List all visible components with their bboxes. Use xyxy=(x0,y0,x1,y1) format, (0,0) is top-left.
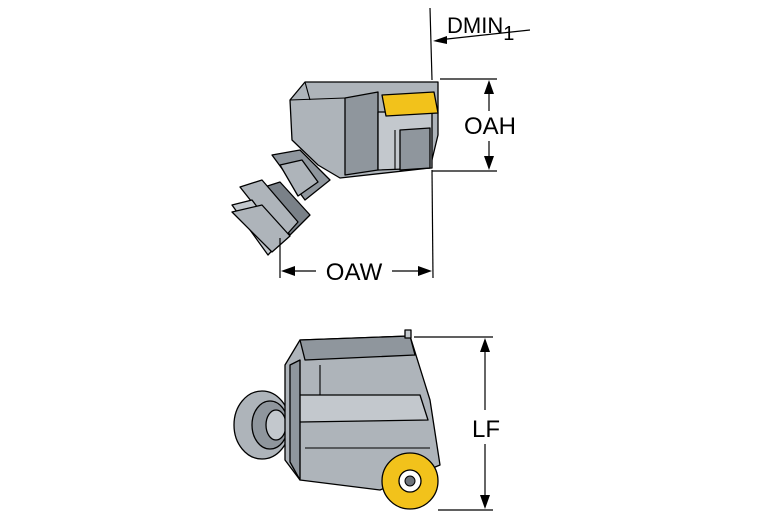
dimension-lf: LF xyxy=(414,336,506,511)
dmin-subscript: 1 xyxy=(503,23,514,45)
lf-label: LF xyxy=(472,416,500,443)
side-view-insert xyxy=(381,452,439,510)
top-view xyxy=(231,81,439,256)
dimension-oaw: OAW xyxy=(279,169,434,286)
oaw-label: OAW xyxy=(326,259,383,286)
side-view xyxy=(233,329,441,510)
dmin-label: DMIN1 xyxy=(447,13,514,45)
dimension-oah: OAH xyxy=(432,78,516,172)
dimension-dmin1: DMIN1 xyxy=(429,7,531,81)
top-view-insert xyxy=(381,91,439,117)
oah-label: OAH xyxy=(464,113,516,140)
side-view-coupling xyxy=(233,390,291,460)
side-view-block xyxy=(284,329,441,491)
dmin-base: DMIN xyxy=(447,13,503,38)
top-view-shank xyxy=(231,149,331,256)
